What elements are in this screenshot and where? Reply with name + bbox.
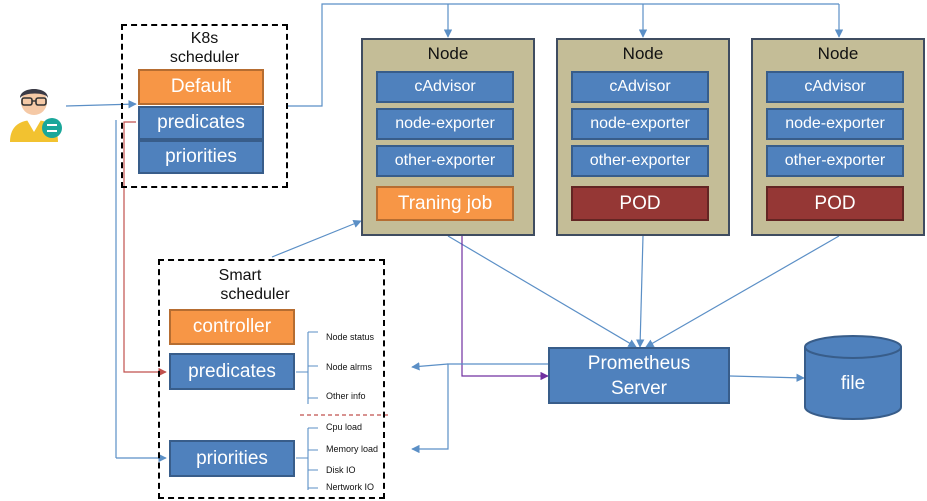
node3-to-prometheus-arrow <box>645 235 840 348</box>
k8s-to-nodes-connector <box>288 3 839 107</box>
k8s-scheduler-title-line2: scheduler <box>169 49 240 66</box>
metric-node-alarms: Node alrms <box>326 362 373 372</box>
k8s-scheduler-container <box>121 24 288 188</box>
node2-to-prometheus-arrow <box>636 235 645 348</box>
node-1-cadvisor[interactable]: cAdvisor <box>376 71 514 103</box>
node-3-pod[interactable]: POD <box>766 186 904 221</box>
smart-to-node1-arrow <box>271 219 362 258</box>
predicate-bracket <box>296 331 318 404</box>
node-3-cadvisor[interactable]: cAdvisor <box>766 71 904 103</box>
prometheus-label-line2: Server <box>611 378 667 399</box>
smart-controller-box[interactable]: controller <box>169 309 295 345</box>
node-2[interactable]: Node cAdvisor node-exporter other-export… <box>556 38 730 236</box>
smart-scheduler-title: Smart scheduler <box>185 266 295 304</box>
prometheus-to-file-arrow <box>729 373 805 382</box>
k8s-default-box[interactable]: Default <box>138 69 264 105</box>
metric-cpu-load: Cpu load <box>326 422 363 432</box>
node-1-other-exporter[interactable]: other-exporter <box>376 145 514 177</box>
k8s-scheduler-title-line1: K8s <box>190 30 219 47</box>
node-1[interactable]: Node cAdvisor node-exporter other-export… <box>361 38 535 236</box>
smart-scheduler-title-line1: Smart <box>218 267 262 284</box>
smart-priorities-box[interactable]: priorities <box>169 440 295 477</box>
node-2-other-exporter[interactable]: other-exporter <box>571 145 709 177</box>
k8s-priorities-box[interactable]: priorities <box>138 140 264 174</box>
node-1-node-exporter[interactable]: node-exporter <box>376 108 514 140</box>
smart-predicates-box[interactable]: predicates <box>169 353 295 390</box>
node1-to-prometheus-arrow <box>447 235 637 348</box>
node-2-pod[interactable]: POD <box>571 186 709 221</box>
node-2-node-exporter[interactable]: node-exporter <box>571 108 709 140</box>
node-2-cadvisor[interactable]: cAdvisor <box>571 71 709 103</box>
metric-other-info: Other info <box>326 391 366 401</box>
metric-disk-io: Disk IO <box>326 465 356 475</box>
node-3-title: Node <box>817 44 859 63</box>
smart-scheduler-title-line2: scheduler <box>220 286 290 303</box>
node-1-title: Node <box>427 44 469 63</box>
user-to-k8s-arrow <box>65 100 137 109</box>
prometheus-feedback-connector <box>411 363 548 454</box>
node-3[interactable]: Node cAdvisor node-exporter other-export… <box>751 38 925 236</box>
metric-memory-load: Memory load <box>326 444 379 454</box>
prometheus-label-line1: Prometheus <box>587 353 691 374</box>
user-avatar-icon <box>2 76 66 144</box>
node-1-training-job[interactable]: Traning job <box>376 186 514 221</box>
k8s-scheduler-title: K8s scheduler <box>121 29 288 67</box>
prometheus-server-box[interactable]: Prometheus Server <box>548 347 730 404</box>
red-connector <box>123 121 167 377</box>
node-2-title: Node <box>622 44 664 63</box>
node1-purple-arrow <box>461 236 549 381</box>
feedback-to-predicates-arrow <box>411 362 449 371</box>
file-label: file <box>840 373 866 394</box>
smart-scheduler-container <box>158 259 385 499</box>
k8s-predicates-box[interactable]: predicates <box>138 106 264 140</box>
metric-node-status: Node status <box>326 332 375 342</box>
priority-bracket <box>296 427 318 490</box>
database-cylinder-icon[interactable]: file <box>803 335 903 421</box>
node-3-node-exporter[interactable]: node-exporter <box>766 108 904 140</box>
node-3-other-exporter[interactable]: other-exporter <box>766 145 904 177</box>
metric-network-io: Nertwork IO <box>326 482 375 492</box>
